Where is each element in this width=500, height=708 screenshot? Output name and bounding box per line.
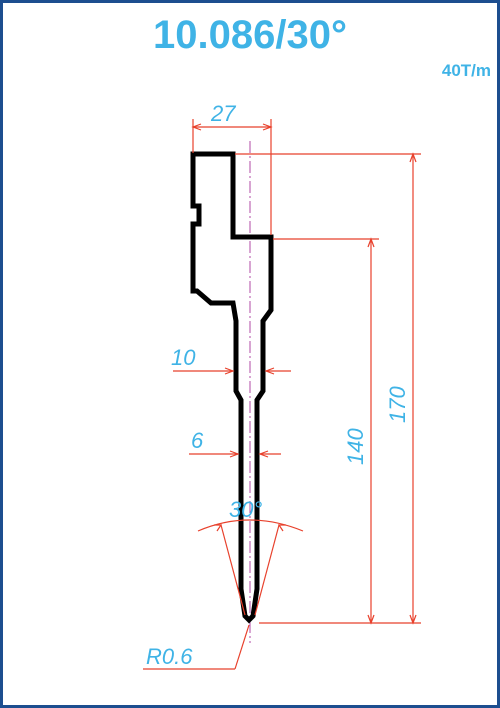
height-170-dimension xyxy=(235,152,421,625)
punch-profile xyxy=(190,151,274,624)
width-27-dimension xyxy=(191,119,273,235)
width-27-label: 27 xyxy=(210,101,236,126)
width-10-dimension xyxy=(173,367,291,375)
height-170-label: 170 xyxy=(385,386,410,423)
angle-30-dimension xyxy=(197,519,304,616)
width-10-label: 10 xyxy=(171,345,196,370)
punch-profile-drawing: 27 10 6 30° xyxy=(143,101,421,670)
tool-title: 10.086/30° xyxy=(153,13,347,57)
height-140-dimension xyxy=(273,237,379,625)
angle-30-label: 30° xyxy=(229,497,262,522)
width-6-dimension xyxy=(189,450,281,458)
radius-leader xyxy=(143,624,250,670)
width-6-label: 6 xyxy=(191,428,204,453)
tonnage-label: 40T/m xyxy=(441,61,491,80)
height-140-label: 140 xyxy=(343,428,368,465)
radius-label: R0.6 xyxy=(146,644,193,669)
